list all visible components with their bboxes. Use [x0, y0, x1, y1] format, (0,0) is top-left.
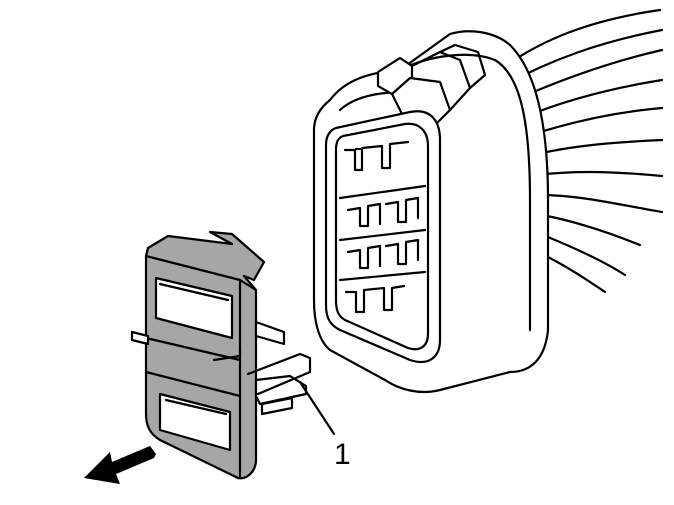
callout-label: 1 — [334, 438, 351, 471]
removal-direction-arrow — [84, 446, 156, 484]
secondary-lock — [130, 230, 312, 480]
callout-1: 1 — [298, 380, 351, 471]
terminal-insert — [324, 110, 442, 364]
